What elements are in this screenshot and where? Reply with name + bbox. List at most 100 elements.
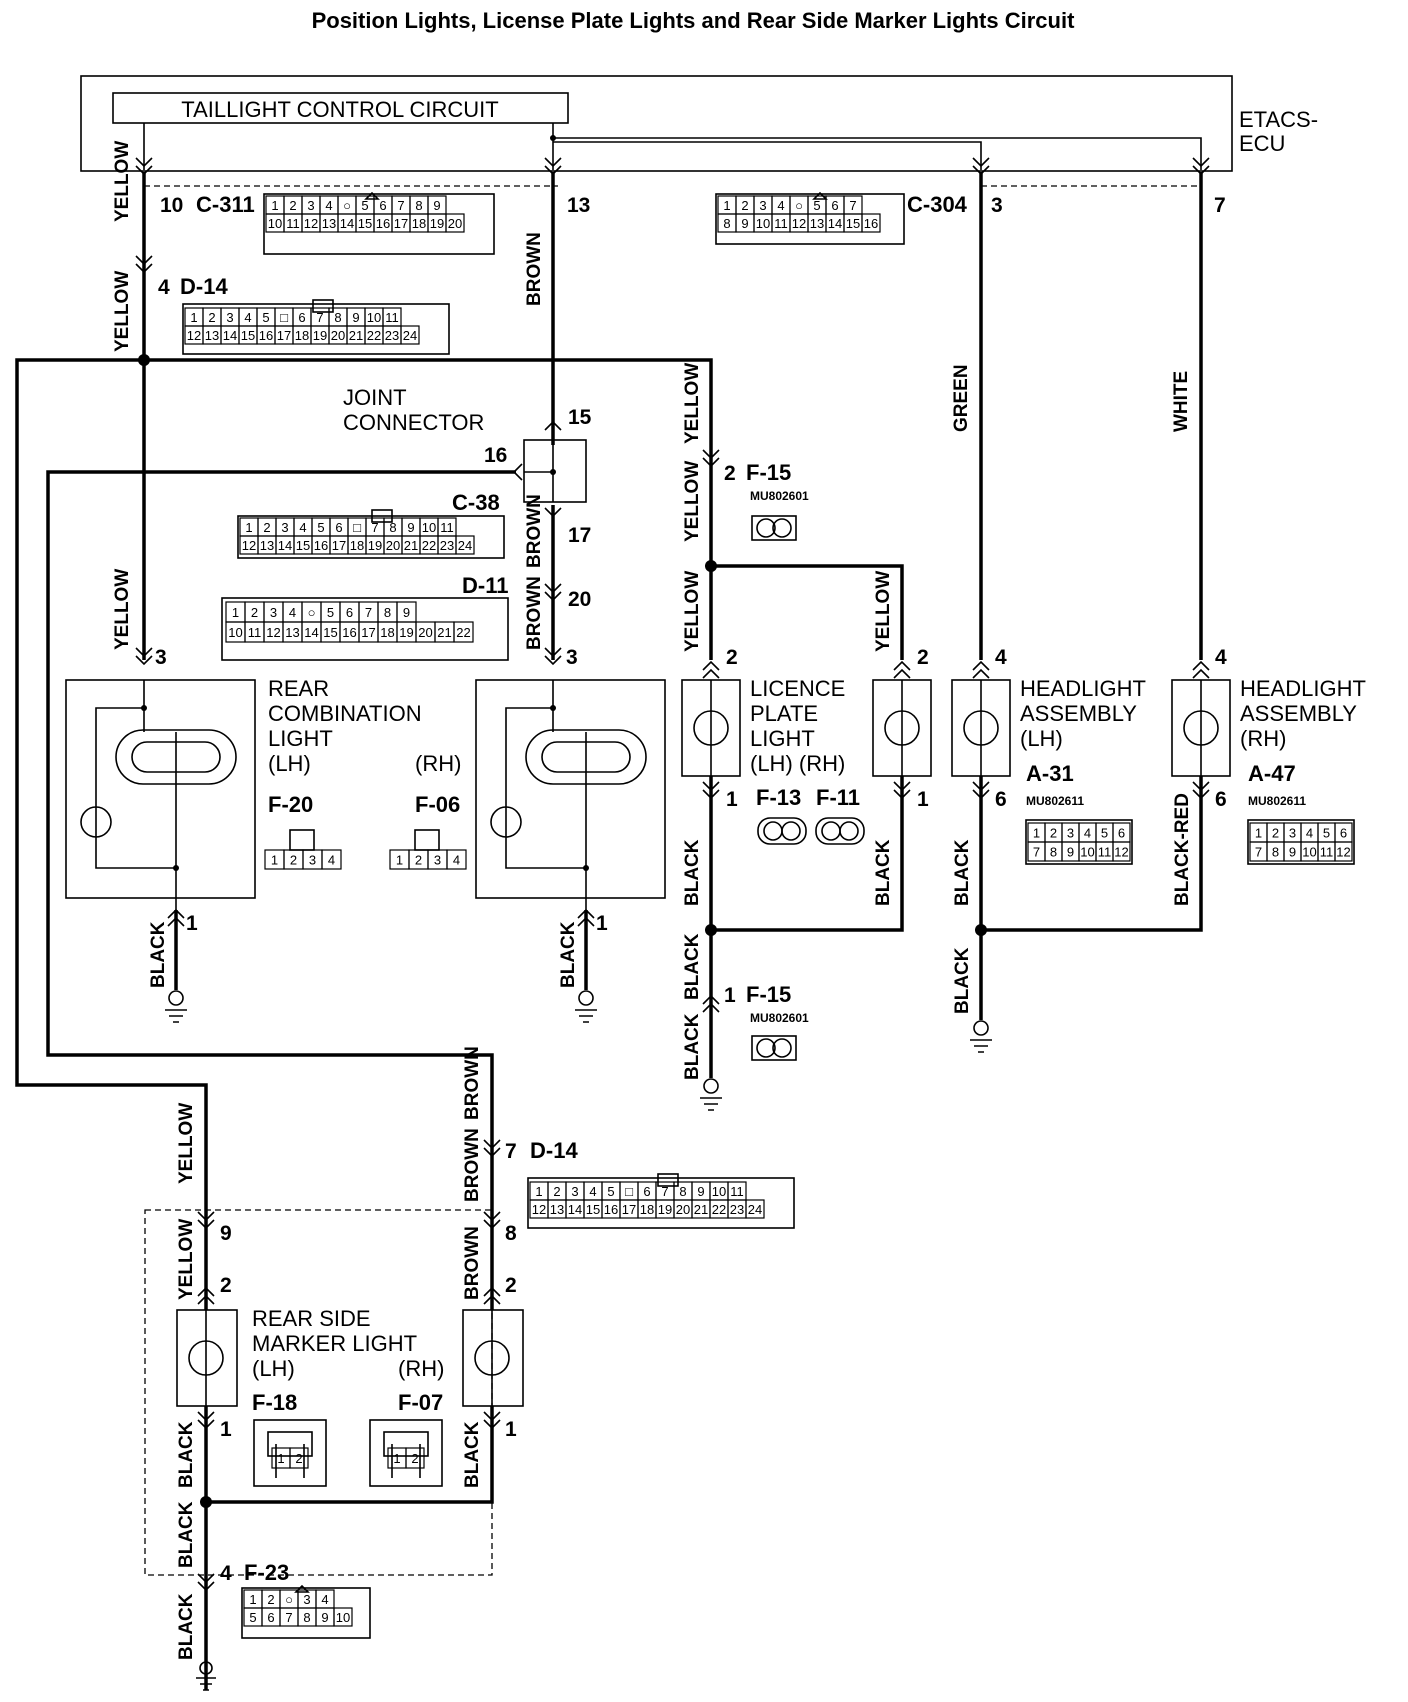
chevron-icon xyxy=(483,1286,501,1305)
connector-pin-number: 2 xyxy=(208,310,215,325)
connector-label-f06: F-06 xyxy=(415,792,460,817)
connector-label-d14: D-14 xyxy=(180,274,228,299)
connector-pin-number: 9 xyxy=(407,520,414,535)
connector-pin-number: 21 xyxy=(437,625,451,640)
connector-key-icon xyxy=(812,191,828,200)
connector-pin-cell xyxy=(1334,841,1353,862)
connector-label-c304: C-304 xyxy=(907,192,968,217)
wire-color-black: BLACK xyxy=(682,933,703,1000)
connector-pin-number: 10 xyxy=(367,310,381,325)
pin-label: 2 xyxy=(917,646,929,669)
connector-pin-number: 7 xyxy=(849,198,856,213)
connector-pin-number: 4 xyxy=(321,1592,328,1607)
connector-pin-number: 6 xyxy=(1340,826,1347,841)
connector-pin-number: 2 xyxy=(289,198,296,213)
pin-label: 3 xyxy=(566,646,578,669)
connector-pin-number: 8 xyxy=(384,605,391,620)
connector-frame-d14 xyxy=(527,1177,795,1229)
connector-pin-number: 7 xyxy=(661,1184,668,1199)
ecu-name-line1: ETACS- xyxy=(1239,107,1318,132)
pin-label: 1 xyxy=(505,1418,517,1441)
pin-label: 2 xyxy=(505,1274,517,1297)
connector-pin-number: 4 xyxy=(325,198,332,213)
pin-label: 2 xyxy=(220,1274,232,1297)
connector-pin-number: 15 xyxy=(323,625,337,640)
part-number-a47: MU802611 xyxy=(1248,794,1306,808)
connector-pin-number: 5 xyxy=(813,198,820,213)
chevron-icon xyxy=(972,781,990,800)
chevron-icon xyxy=(544,507,562,518)
connector-pin-number: 13 xyxy=(285,625,299,640)
connector-pin-number: 4 xyxy=(299,520,306,535)
connector-pin-number: 13 xyxy=(550,1202,564,1217)
bulb-icon xyxy=(474,1310,510,1406)
chevron-icon xyxy=(483,1139,501,1158)
wire-color-black: BLACK xyxy=(148,921,169,988)
pin-label: 4 xyxy=(995,646,1007,669)
pin-label: 1 xyxy=(220,1418,232,1441)
connector-pin-cell xyxy=(455,535,475,555)
connector-key-icon xyxy=(312,299,334,313)
connector-pin-number: 3 xyxy=(434,853,441,868)
wire-color-brown: BROWN xyxy=(462,1226,483,1300)
connector-pin-number: 19 xyxy=(399,625,413,640)
connector-pin-cell xyxy=(333,1607,353,1627)
connector-frame-c311 xyxy=(263,193,495,255)
chevron-icon xyxy=(1192,660,1210,679)
connector-pin-number: 1 xyxy=(535,1184,542,1199)
wire-color-yellow: YELLOW xyxy=(112,271,133,352)
chevron-icon xyxy=(135,647,153,666)
connector-pin-number: 8 xyxy=(303,1610,310,1625)
connector-pin-number: 23 xyxy=(440,538,454,553)
connector-label-f23: F-23 xyxy=(244,1560,289,1585)
connector-pin-number: 9 xyxy=(1289,845,1296,860)
wire-yellow-main-loop xyxy=(15,358,208,1210)
bulb-icon xyxy=(963,680,999,776)
chevron-icon xyxy=(483,1411,501,1430)
connector-pin-number: 1 xyxy=(232,605,239,620)
taillight-control-circuit-label: TAILLIGHT CONTROL CIRCUIT xyxy=(181,97,498,122)
connector-pin-number: 6 xyxy=(831,198,838,213)
pin-label: 1 xyxy=(917,788,929,811)
connector-pin-number: 16 xyxy=(376,216,390,231)
connector-pin-number: 2 xyxy=(411,1451,418,1466)
rear-combination-line1: REAR xyxy=(268,676,329,701)
connector-pin-number: 9 xyxy=(433,198,440,213)
connector-pin-number: 22 xyxy=(712,1202,726,1217)
wire-color-black: BLACK xyxy=(462,1421,483,1488)
connector-pin-number: 21 xyxy=(694,1202,708,1217)
connector-pin-number: 5 xyxy=(1101,826,1108,841)
chevron-icon xyxy=(1192,781,1210,800)
connector-frame-f23 xyxy=(241,1587,371,1639)
joint-connector-label-line2: CONNECTOR xyxy=(343,410,484,435)
connector-pin-number: 4 xyxy=(1084,826,1091,841)
connector-pin-number: 1 xyxy=(1033,826,1040,841)
etacs-ecu-box xyxy=(80,75,1233,172)
connector-pin-number: 4 xyxy=(777,198,784,213)
wire-yellow-to-licence-rh xyxy=(711,564,904,660)
connector-pin-number: 24 xyxy=(403,328,417,343)
headlight-rh-side: (RH) xyxy=(1240,726,1286,751)
connector-pin-number: 14 xyxy=(828,216,842,231)
connector-pin-number: 23 xyxy=(385,328,399,343)
connector-pin-number: 15 xyxy=(296,538,310,553)
connector-pin-cell xyxy=(446,849,467,870)
pin-label: 9 xyxy=(220,1222,232,1245)
pin-label: 7 xyxy=(505,1140,517,1163)
ecu-internal-wire-white xyxy=(553,137,1202,170)
connector-label-f13: F-13 xyxy=(756,785,801,810)
pin-label: 3 xyxy=(991,194,1003,217)
pin-label: 20 xyxy=(568,588,591,611)
connector-icon-f13 xyxy=(757,817,807,845)
connector-pin-number: 10 xyxy=(712,1184,726,1199)
pin-label: 13 xyxy=(567,194,590,217)
connector-pin-number: 1 xyxy=(277,1451,284,1466)
connector-pin-number: 11 xyxy=(774,216,788,231)
chevron-icon xyxy=(702,449,720,468)
connector-pin-number: 3 xyxy=(307,198,314,213)
rear-side-marker-lh-box xyxy=(176,1309,238,1407)
